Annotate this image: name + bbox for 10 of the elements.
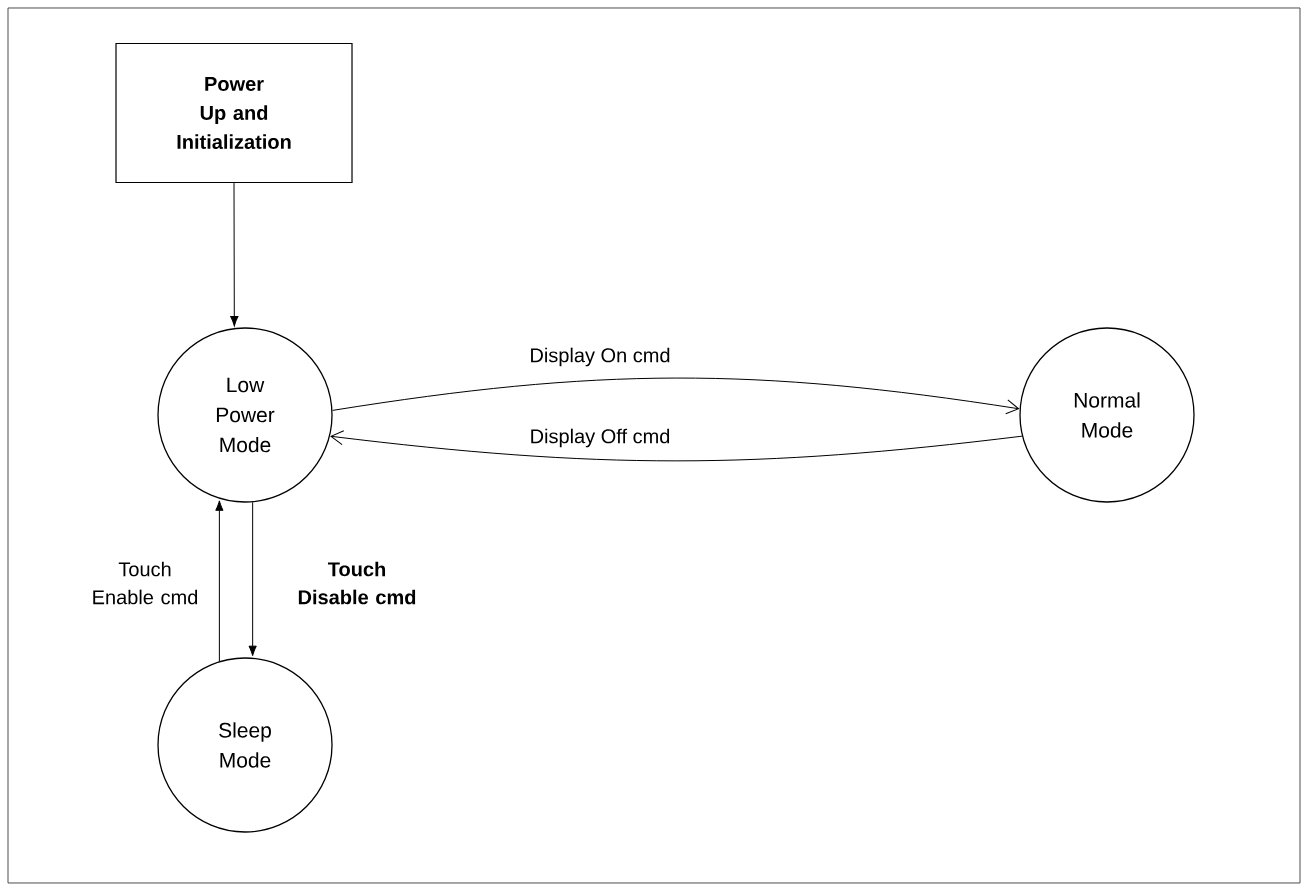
edge-label: Display On cmd bbox=[531, 347, 670, 367]
arrow bbox=[215, 500, 224, 662]
edge-label: Touch Enable cmd bbox=[93, 561, 198, 605]
arrow bbox=[332, 377, 1020, 415]
edge-label: Touch Disable cmd bbox=[298, 561, 416, 605]
arrow bbox=[248, 501, 257, 657]
arrow bbox=[230, 182, 239, 327]
process-box: Power Up and Initialization bbox=[115, 42, 353, 184]
arrow bbox=[330, 430, 1023, 462]
edge-label: Display Off cmd bbox=[531, 428, 670, 448]
